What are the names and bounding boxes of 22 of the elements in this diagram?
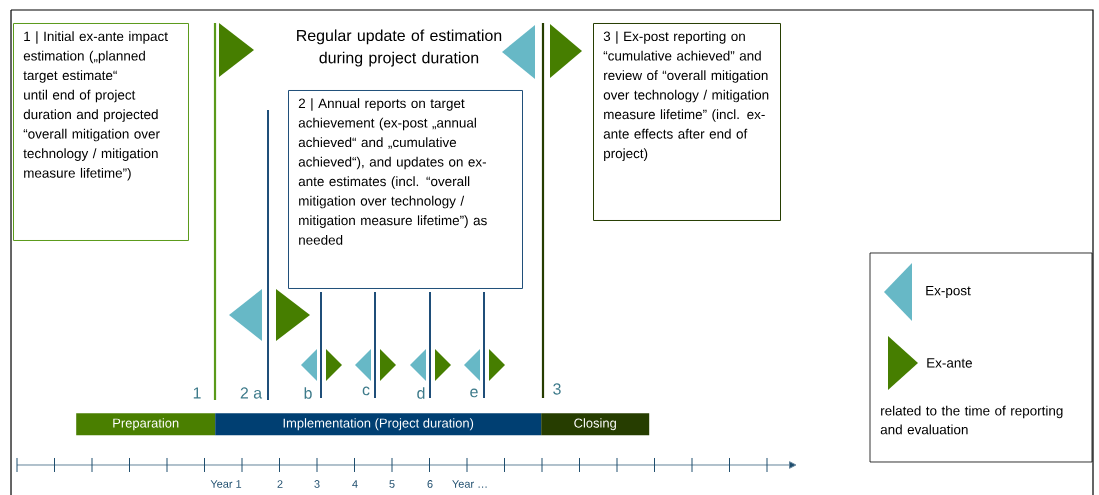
milestone-letter: e <box>470 388 478 398</box>
milestone-number: 3 <box>553 383 561 395</box>
text-box: 3 | Ex-post reporting on “cumulative achieved” and review of “overall mitigation over technology / mitigation measure lifetime” (incl. ex-ante effects after end of project) <box>593 23 781 221</box>
regular-update-heading: Regular update of estimation during project duration <box>297 29 502 67</box>
milestone-letter: c <box>362 386 370 396</box>
year-label: Year … <box>452 480 487 488</box>
milestone-number: 1 <box>193 387 201 399</box>
year-label: 4 <box>352 480 358 488</box>
legend-label: Ex-post <box>926 285 971 298</box>
milestone-number: 2 a <box>240 387 263 399</box>
phase-bar: Implementation (Project duration) <box>215 413 542 436</box>
year-label: 2 <box>277 480 283 488</box>
year-label: 3 <box>314 480 320 488</box>
text-box: 2 | Annual reports on target achievement (ex-post „annual achieved“ and „cumulative achieved“), and updates on ex-ante estimates (incl. “overall mitigation over technology / mitigation measure lifetime”) as needed <box>288 90 523 289</box>
text-box: 1 | Initial ex-ante impact estimation („planned target estimate“ until end of project duration and projected “overall mitigation over technology / mitigation measure lifetime”) <box>13 23 189 241</box>
legend-label: Ex-ante <box>927 358 972 368</box>
legend-note: related to the time of reporting and evaluation <box>880 405 1063 435</box>
year-label: Year 1 <box>210 480 242 488</box>
year-label: 6 <box>427 480 433 488</box>
phase-bar: Preparation <box>76 413 216 436</box>
phase-bar: Closing <box>541 413 650 436</box>
year-label: 5 <box>389 480 395 488</box>
